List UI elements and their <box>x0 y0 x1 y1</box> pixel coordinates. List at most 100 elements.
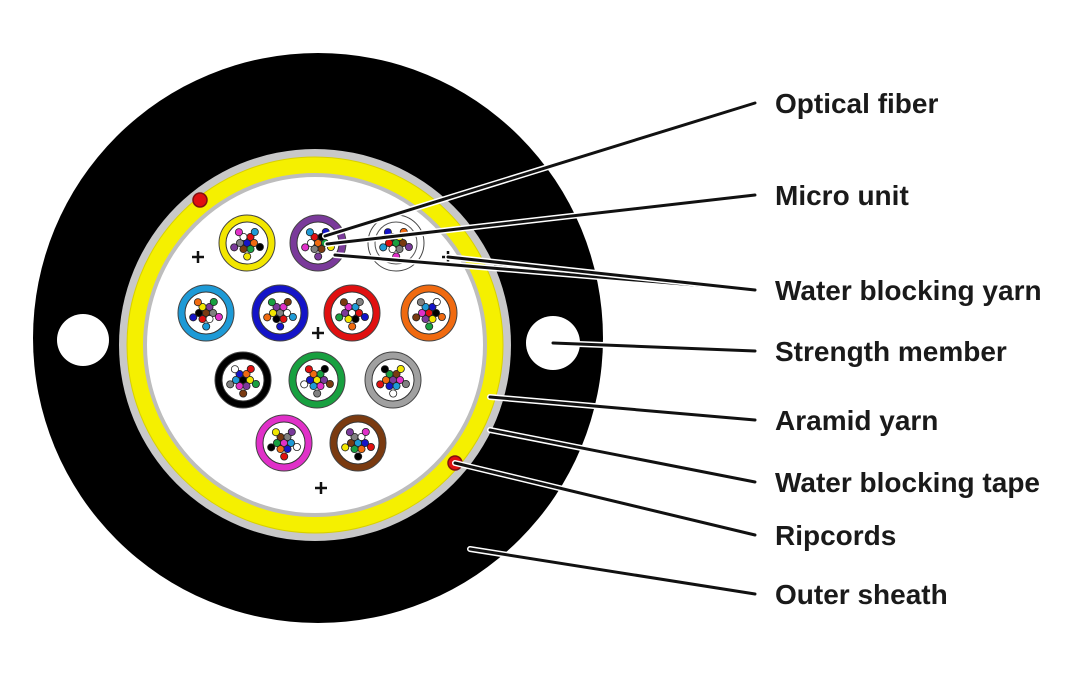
water-blocking-yarn-mark <box>315 482 327 494</box>
optical-fiber <box>189 313 198 322</box>
optical-fiber <box>245 375 254 384</box>
leader-optical-fiber <box>323 101 757 238</box>
optical-fiber <box>355 297 364 306</box>
optical-fiber <box>305 375 314 384</box>
optical-fiber <box>226 380 235 389</box>
optical-fiber <box>301 243 310 252</box>
optical-fiber <box>316 369 325 378</box>
optical-fiber <box>193 298 202 307</box>
micro-unit-orange <box>400 284 458 342</box>
optical-fiber <box>385 382 394 391</box>
optical-fiber <box>357 445 366 454</box>
optical-fiber <box>272 438 281 447</box>
optical-fiber <box>279 302 288 311</box>
optical-fiber <box>268 308 277 317</box>
optical-fiber <box>283 297 292 306</box>
optical-fiber <box>276 445 285 454</box>
optical-fiber <box>267 298 276 307</box>
optical-fiber <box>344 315 353 324</box>
optical-fiber <box>288 312 297 321</box>
optical-fiber <box>346 438 355 447</box>
optical-fiber <box>351 302 360 311</box>
optical-fiber <box>314 252 323 261</box>
optical-fiber <box>208 308 217 317</box>
optical-fiber <box>283 445 292 454</box>
optical-fiber <box>345 428 354 437</box>
optical-fiber <box>379 243 388 252</box>
label-aramid-yarn: Aramid yarn <box>775 405 938 436</box>
optical-fiber <box>202 322 211 331</box>
optical-fiber <box>317 245 326 254</box>
optical-fiber <box>235 382 244 391</box>
label-water-blocking-yarn: Water blocking yarn <box>775 275 1042 306</box>
optical-fiber <box>432 297 441 306</box>
optical-fiber <box>360 312 369 321</box>
leader-water-blocking-tape <box>488 428 757 484</box>
ripcord-top <box>192 192 208 208</box>
optical-fiber <box>234 228 243 237</box>
optical-fiber <box>325 379 334 388</box>
optical-fiber <box>271 428 280 437</box>
optical-fiber <box>205 302 214 311</box>
optical-fiber <box>320 364 329 373</box>
optical-fiber <box>395 375 404 384</box>
leader-strength-member <box>551 341 757 353</box>
micro-units-group <box>177 214 458 472</box>
optical-fiber <box>335 313 344 322</box>
label-outer-sheath: Outer sheath <box>775 579 948 610</box>
leader-water-blocking-yarn-2 <box>446 255 757 292</box>
optical-fiber <box>351 315 360 324</box>
optical-fiber <box>401 379 410 388</box>
optical-fiber <box>230 365 239 374</box>
optical-fiber <box>239 245 248 254</box>
optical-fiber <box>381 375 390 384</box>
label-ripcords: Ripcords <box>775 520 896 551</box>
optical-fiber <box>306 238 315 247</box>
optical-fiber <box>214 312 223 321</box>
optical-fiber <box>354 452 363 461</box>
label-optical-fiber: Optical fiber <box>775 88 938 119</box>
optical-fiber <box>354 308 363 317</box>
optical-fiber <box>366 442 375 451</box>
optical-fiber <box>251 379 260 388</box>
optical-fiber <box>395 245 404 254</box>
optical-fiber <box>392 382 401 391</box>
label-water-blocking-tape: Water blocking tape <box>775 467 1040 498</box>
optical-fiber <box>416 298 425 307</box>
optical-fiber <box>310 245 319 254</box>
leader-micro-unit <box>325 193 757 246</box>
optical-fiber <box>231 375 240 384</box>
optical-fiber <box>276 322 285 331</box>
optical-fiber <box>242 382 251 391</box>
optical-fiber <box>428 302 437 311</box>
optical-fiber <box>348 322 357 331</box>
optical-fiber <box>396 364 405 373</box>
optical-fiber <box>250 227 259 236</box>
optical-fiber <box>339 298 348 307</box>
optical-fiber <box>421 315 430 324</box>
optical-fiber <box>267 443 276 452</box>
optical-fiber <box>380 365 389 374</box>
optical-fiber <box>242 369 251 378</box>
optical-fiber <box>340 308 349 317</box>
micro-unit-blue <box>251 284 309 342</box>
optical-fiber <box>360 438 369 447</box>
micro-unit-green <box>288 351 346 409</box>
optical-fiber <box>425 322 434 331</box>
optical-fiber <box>398 238 407 247</box>
optical-fiber <box>235 238 244 247</box>
optical-fiber <box>316 382 325 391</box>
micro-unit-rose <box>255 414 313 472</box>
optical-fiber <box>319 375 328 384</box>
optical-fiber <box>305 228 314 237</box>
optical-fiber <box>389 389 398 398</box>
optical-fiber <box>263 313 272 322</box>
optical-fiber <box>309 382 318 391</box>
optical-fiber <box>388 245 397 254</box>
water-blocking-yarn-mark <box>192 251 204 263</box>
optical-fiber <box>283 432 292 441</box>
optical-fiber <box>255 242 264 251</box>
micro-unit-grey <box>364 351 422 409</box>
optical-fiber <box>230 243 239 252</box>
